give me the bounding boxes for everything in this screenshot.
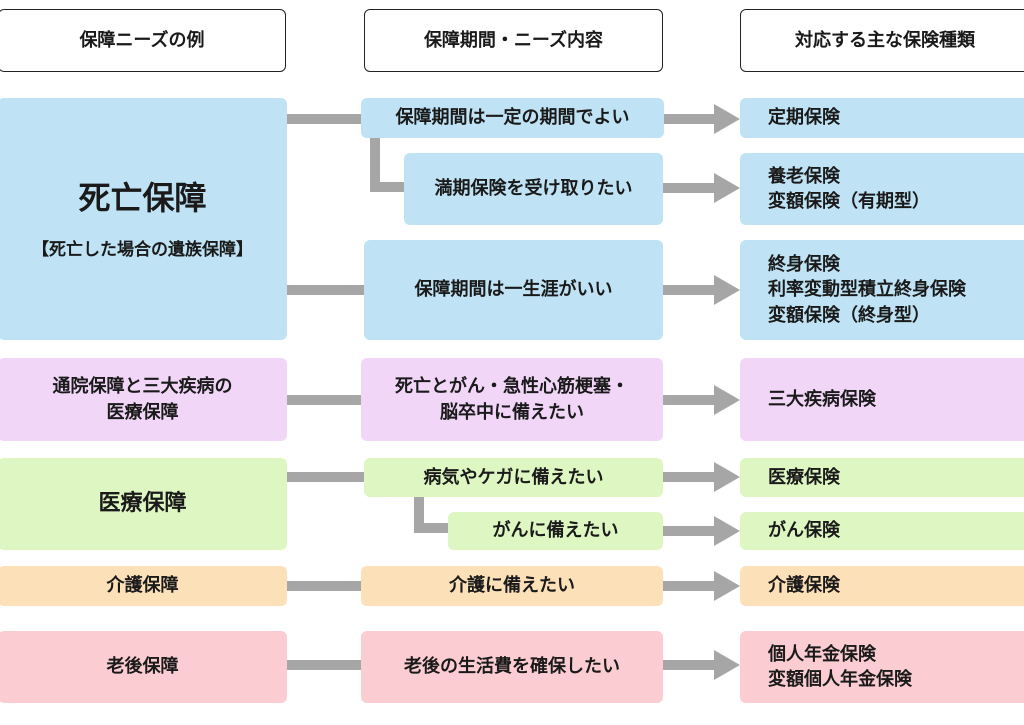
connector-need1-branch-vertical bbox=[370, 136, 380, 192]
connector-outpatient bbox=[287, 395, 364, 405]
arrow-care bbox=[663, 571, 740, 601]
connector-death-to-need3 bbox=[287, 285, 364, 295]
connector-medical bbox=[287, 472, 364, 482]
arrow-medical-need2 bbox=[663, 516, 740, 546]
connector-medical-branch-vertical bbox=[414, 497, 424, 533]
insurance-endowment: 養老保険 変額保険（有期型） bbox=[740, 153, 1024, 225]
header-period-needs: 保障期間・ニーズ内容 bbox=[364, 9, 663, 72]
arrow-death-need1 bbox=[663, 104, 740, 134]
need-nursing-care: 介護に備えたい bbox=[361, 566, 663, 606]
need-three-major-diseases: 死亡とがん・急性心筋梗塞・ 脳卒中に備えたい bbox=[361, 358, 663, 441]
death-protection-subtitle: 【死亡した場合の遺族保障】 bbox=[32, 239, 253, 260]
need-maturity-benefit: 満期保険を受け取りたい bbox=[404, 153, 663, 225]
connector-medical-branch-horizontal bbox=[414, 523, 448, 533]
medical-protection-title: 医療保障 bbox=[98, 490, 187, 516]
arrow-retirement bbox=[663, 650, 740, 680]
need-retirement-living: 老後の生活費を確保したい bbox=[361, 631, 663, 703]
need-cancer: がんに備えたい bbox=[448, 512, 663, 550]
header-insurance-types: 対応する主な保険種類 bbox=[740, 9, 1024, 72]
connector-need1-branch-horizontal bbox=[370, 182, 404, 192]
need-fixed-term: 保障期間は一定の期間でよい bbox=[361, 98, 664, 138]
death-protection-title: 死亡保障 bbox=[78, 178, 207, 217]
insurance-three-major-diseases: 三大疾病保険 bbox=[740, 358, 1024, 441]
arrow-medical-need1 bbox=[663, 462, 740, 492]
need-whole-life: 保障期間は一生涯がいい bbox=[364, 240, 663, 340]
insurance-pension: 個人年金保険 変額個人年金保険 bbox=[740, 631, 1024, 703]
header-needs-examples: 保障ニーズの例 bbox=[0, 9, 286, 72]
medical-protection-box: 医療保障 bbox=[0, 458, 287, 550]
insurance-cancer: がん保険 bbox=[740, 512, 1024, 550]
connector-death-to-need1 bbox=[287, 114, 364, 124]
insurance-nursing-care: 介護保険 bbox=[740, 566, 1024, 606]
death-protection-box: 死亡保障 【死亡した場合の遺族保障】 bbox=[0, 98, 287, 340]
insurance-term-life: 定期保険 bbox=[740, 98, 1024, 138]
insurance-medical: 医療保険 bbox=[740, 458, 1024, 497]
care-protection-box: 介護保障 bbox=[0, 566, 287, 606]
arrow-death-need3 bbox=[663, 275, 740, 305]
outpatient-protection-box: 通院保障と三大疾病の 医療保障 bbox=[0, 358, 287, 441]
connector-care bbox=[287, 581, 364, 591]
retirement-protection-box: 老後保障 bbox=[0, 631, 287, 703]
arrow-death-need2 bbox=[663, 173, 740, 203]
arrow-outpatient bbox=[663, 385, 740, 415]
need-illness-injury: 病気やケガに備えたい bbox=[364, 458, 663, 497]
insurance-whole-life: 終身保険 利率変動型積立終身保険 変額保険（終身型） bbox=[740, 240, 1024, 340]
connector-retirement bbox=[287, 660, 364, 670]
